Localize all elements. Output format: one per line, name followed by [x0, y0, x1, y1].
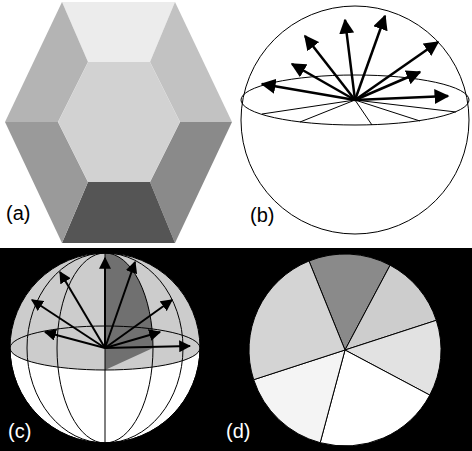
- panel-label: (c): [8, 420, 31, 442]
- sector-disk: [249, 254, 441, 446]
- shaded-sphere: [10, 253, 200, 443]
- disk-sector: [249, 261, 345, 380]
- panel-label: (d): [226, 420, 250, 442]
- hexagon-figure: [5, 2, 232, 243]
- dark-panel: [0, 248, 472, 451]
- sphere-vectors: [241, 6, 469, 234]
- panel-label: (b): [250, 204, 274, 226]
- panel-label: (a): [6, 202, 30, 224]
